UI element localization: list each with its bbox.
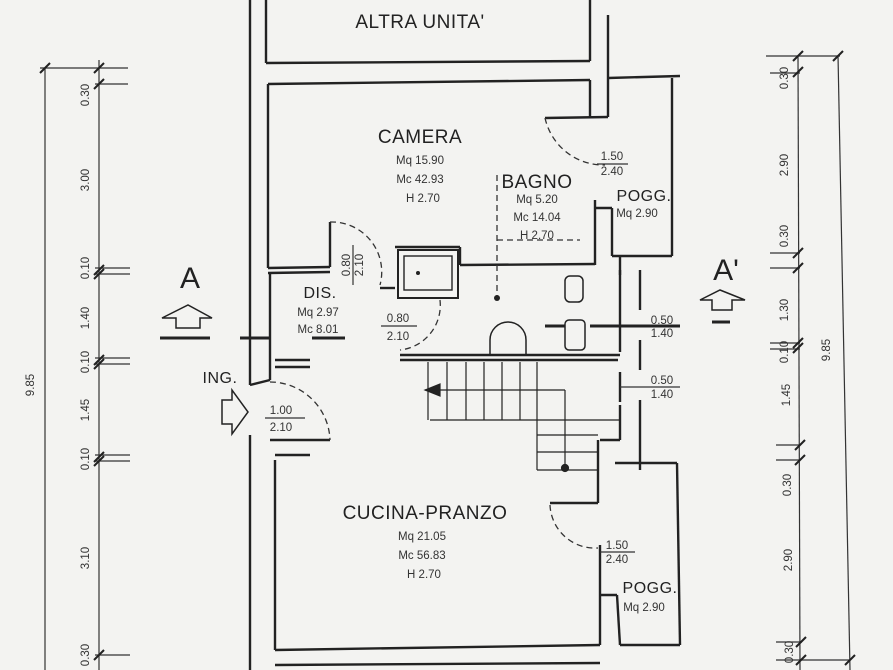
- room-bagno-h: H 2.70: [520, 230, 554, 242]
- left-dim-seg-5: 1.45: [80, 399, 92, 421]
- right-dim-seg-3: 1.30: [779, 299, 791, 321]
- svg-text:2.10: 2.10: [387, 331, 409, 343]
- svg-text:2.10: 2.10: [270, 422, 292, 434]
- svg-text:0.50: 0.50: [651, 315, 673, 327]
- right-dim-seg-6: 0.30: [782, 474, 794, 496]
- svg-text:2.40: 2.40: [606, 554, 628, 566]
- left-dim-seg-2: 0.10: [80, 257, 92, 279]
- right-dim-seg-8: 0.30: [784, 641, 796, 663]
- entrance-label: ING.: [203, 370, 238, 387]
- room-pogg-bottom-mq: Mq 2.90: [623, 602, 665, 614]
- right-dimension-chain: [766, 50, 856, 670]
- room-pogg-top-name: POGG.: [617, 188, 672, 205]
- section-mark-a-prime: A': [713, 254, 739, 287]
- right-dim-seg-5: 1.45: [781, 384, 793, 406]
- right-dim-seg-7: 2.90: [783, 549, 795, 571]
- washbasin: [489, 321, 527, 356]
- section-mark-a: A: [180, 262, 200, 295]
- room-cucina-mq: Mq 21.05: [398, 531, 446, 543]
- room-camera-mq: Mq 15.90: [396, 155, 444, 167]
- right-dim-total: 9.85: [821, 339, 833, 361]
- svg-text:1.00: 1.00: [270, 405, 292, 417]
- right-dim-seg-0: 0.30: [779, 67, 791, 89]
- opening-window-2: 0.50 1.40: [620, 375, 680, 401]
- left-dim-seg-7: 3.10: [80, 547, 92, 569]
- room-cucina-name: CUCINA-PRANZO: [343, 503, 508, 524]
- room-pogg-bottom-name: POGG.: [623, 580, 678, 597]
- svg-text:0.80: 0.80: [341, 254, 353, 276]
- room-dis-mq: Mq 2.97: [297, 307, 339, 319]
- room-camera-mc: Mc 42.93: [396, 174, 443, 186]
- room-camera-h: H 2.70: [406, 193, 440, 205]
- opening-entry-door: 1.00 2.10: [265, 405, 305, 434]
- bidet: [564, 319, 586, 351]
- walls: [248, 0, 682, 670]
- room-bagno-mq: Mq 5.20: [516, 194, 558, 206]
- svg-text:2.10: 2.10: [354, 254, 366, 276]
- left-dim-total: 9.85: [25, 374, 37, 396]
- svg-text:0.80: 0.80: [387, 313, 409, 325]
- entry-arrow-icon: [221, 387, 249, 437]
- staircase: [423, 362, 620, 473]
- right-dim-seg-1: 2.90: [779, 154, 791, 176]
- left-dim-seg-0: 0.30: [80, 84, 92, 106]
- drain-dot: [494, 295, 500, 301]
- left-dim-seg-4: 0.10: [80, 351, 92, 373]
- opening-pogg-top-door: 1.50 2.40: [597, 151, 628, 178]
- room-pogg-top-mq: Mq 2.90: [616, 208, 658, 220]
- svg-text:1.50: 1.50: [601, 151, 623, 163]
- opening-pogg-bottom-door: 1.50 2.40: [600, 540, 635, 566]
- svg-text:2.40: 2.40: [601, 166, 623, 178]
- left-dimension-chain: [39, 60, 130, 670]
- room-bagno-name: BAGNO: [501, 172, 572, 193]
- room-camera-name: CAMERA: [378, 127, 462, 148]
- svg-text:1.40: 1.40: [651, 328, 673, 340]
- section-line: [160, 289, 746, 437]
- opening-bagno-door: 0.80 2.10: [381, 313, 417, 343]
- left-dim-seg-1: 3.00: [80, 169, 92, 191]
- toilet: [564, 275, 584, 303]
- bathtub-shower: [397, 249, 459, 299]
- left-dim-seg-8: 0.30: [80, 644, 92, 666]
- room-cucina-mc: Mc 56.83: [398, 550, 445, 562]
- room-dis-name: DIS.: [303, 285, 336, 302]
- left-dim-seg-3: 1.40: [80, 307, 92, 329]
- room-bagno-mc: Mc 14.04: [513, 212, 561, 224]
- left-dim-seg-6: 0.10: [80, 448, 92, 470]
- adjacent-unit-label: ALTRA UNITA': [355, 12, 484, 33]
- room-cucina-h: H 2.70: [407, 569, 441, 581]
- opening-window-1: 0.50 1.40: [651, 315, 673, 340]
- svg-text:1.40: 1.40: [651, 389, 673, 401]
- door-swings: [269, 117, 606, 549]
- svg-text:0.50: 0.50: [651, 375, 673, 387]
- room-dis-mc: Mc 8.01: [298, 324, 339, 336]
- right-dim-seg-2: 0.30: [779, 225, 791, 247]
- right-dim-seg-4: 0.10: [779, 341, 791, 363]
- opening-camera-door: 0.80 2.10: [341, 245, 366, 285]
- svg-text:1.50: 1.50: [606, 540, 628, 552]
